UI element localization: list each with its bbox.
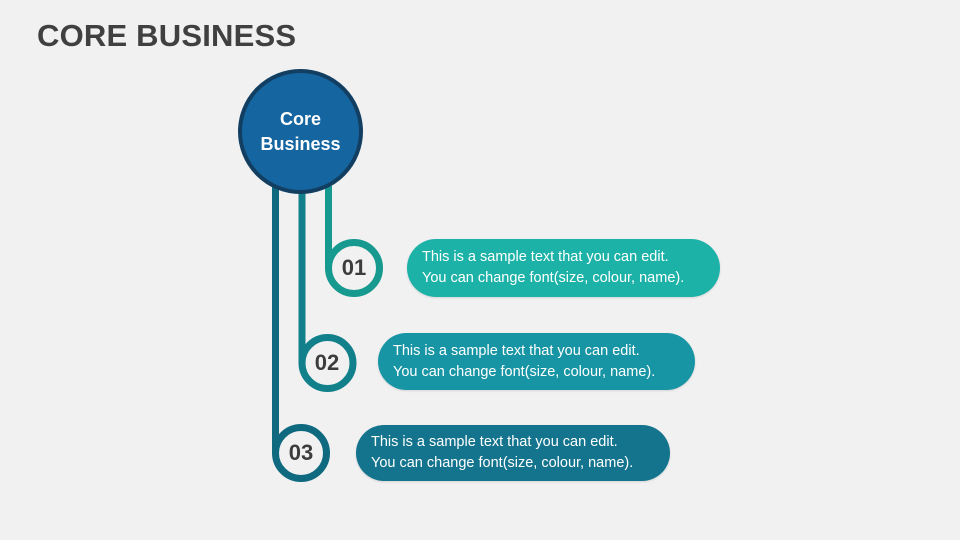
bubble-2-text-line2: You can change font(size, colour, name).	[393, 363, 656, 380]
bubble-3: This is a sample text that you can edit.…	[356, 425, 670, 481]
bubble-2-text-line1: This is a sample text that you can edit.	[393, 342, 640, 359]
bubble-2: This is a sample text that you can edit.…	[378, 333, 695, 390]
ring-number-1: 01	[341, 255, 367, 280]
bubble-1: This is a sample text that you can edit.…	[407, 239, 720, 297]
bubble-3-text-line2: You can change font(size, colour, name).	[371, 455, 634, 471]
slide-title: CORE BUSINESS	[37, 18, 297, 53]
center-node-circle: Core Business	[238, 69, 363, 194]
ring-number-2: 02	[314, 350, 340, 375]
bubble-1-text-line1: This is a sample text that you can edit.	[422, 249, 669, 265]
ring-number-3: 03	[288, 440, 314, 465]
center-node-label-line1: Core	[279, 108, 321, 129]
bubble-1-text-line2: You can change font(size, colour, name).	[422, 270, 685, 286]
center-node-label-line2: Business	[260, 133, 341, 154]
bubble-3-text-line1: This is a sample text that you can edit.	[371, 434, 618, 450]
